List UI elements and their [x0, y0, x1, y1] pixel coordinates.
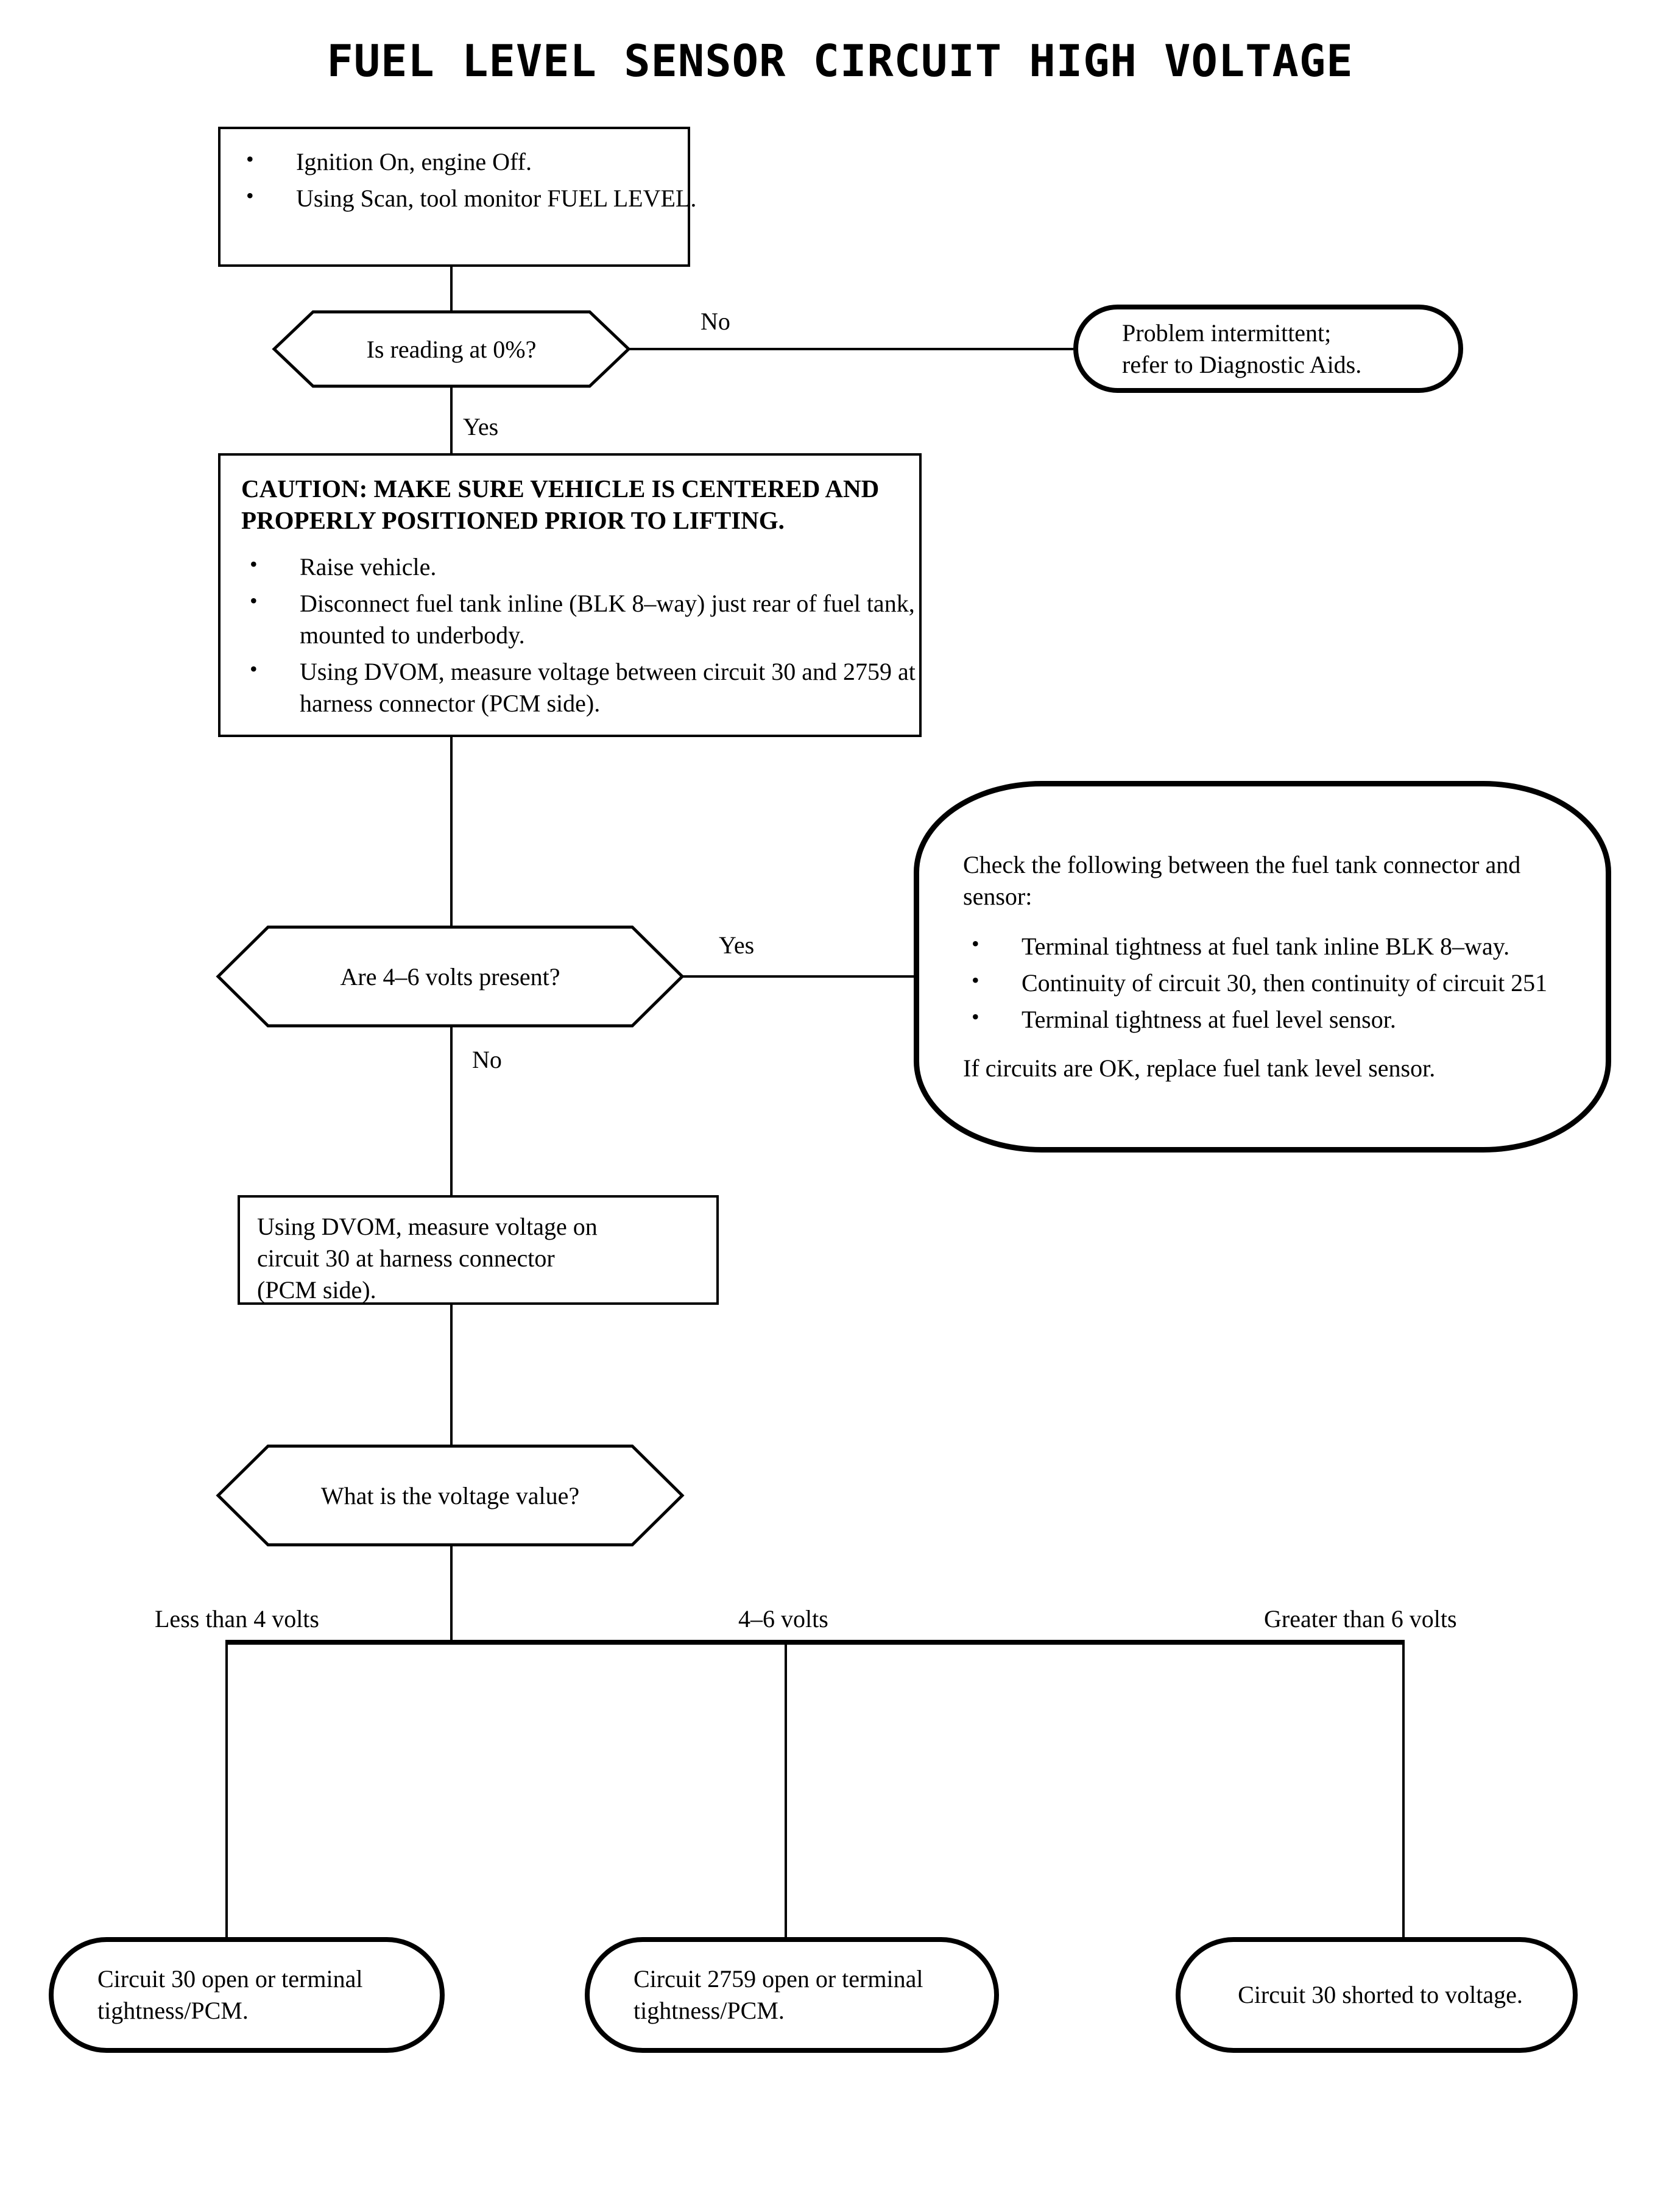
node-caution-instructions: CAUTION: MAKE SURE VEHICLE IS CENTERED A… — [218, 453, 922, 737]
page-title: FUEL LEVEL SENSOR CIRCUIT HIGH VOLTAGE — [326, 35, 1354, 86]
connector-start-to-decision1 — [450, 267, 453, 311]
list-item: Terminal tightness at fuel tank inline B… — [963, 930, 1581, 962]
decision3-label: What is the voltage value? — [320, 1481, 580, 1509]
edge-label-less-than-4-volts: Less than 4 volts — [155, 1605, 319, 1633]
edge-label-volts-no: No — [472, 1046, 502, 1073]
connector-fanout-drop-left — [225, 1643, 228, 1942]
decision2-label: Are 4–6 volts present? — [340, 962, 560, 990]
list-item: Continuity of circuit 30, then continuit… — [963, 966, 1581, 999]
decision1-label: Is reading at 0%? — [366, 335, 537, 363]
connector-decision1-no — [629, 348, 1073, 350]
check-list-outro: If circuits are OK, replace fuel tank le… — [963, 1054, 1436, 1082]
connector-caution-to-decision2 — [450, 737, 453, 926]
result-1-line-1: Circuit 30 open or terminal — [97, 1965, 363, 1993]
connector-fanout-drop-middle — [785, 1643, 787, 1942]
edge-label-greater-than-6-volts: Greater than 6 volts — [1264, 1605, 1457, 1633]
result-1-line-2: tightness/PCM. — [97, 1997, 249, 2024]
connector-fanout-bar — [225, 1640, 1405, 1645]
caution-heading: CAUTION: MAKE SURE VEHICLE IS CENTERED A… — [241, 475, 880, 535]
result-3-line-1: Circuit 30 shorted to voltage. — [1238, 1981, 1523, 2008]
node-result-circuit-2759-open: Circuit 2759 open or terminal tightness/… — [585, 1937, 999, 2053]
measure-line-3: (PCM side). — [257, 1276, 376, 1304]
node-decision-voltage-value: What is the voltage value? — [216, 1444, 685, 1547]
connector-decision3-to-fanout — [450, 1546, 453, 1643]
node-decision-is-reading-zero: Is reading at 0%? — [272, 309, 631, 389]
node-measure-circuit-30: Using DVOM, measure voltage on circuit 3… — [238, 1195, 719, 1305]
check-list-intro: Check the following between the fuel tan… — [963, 851, 1521, 910]
list-item: Raise vehicle. — [241, 550, 940, 583]
list-item: Terminal tightness at fuel level sensor. — [963, 1003, 1581, 1036]
result-2-line-1: Circuit 2759 open or terminal — [634, 1965, 923, 1993]
edge-label-reading-yes: Yes — [463, 413, 499, 440]
node-result-circuit-30-shorted: Circuit 30 shorted to voltage. — [1176, 1937, 1578, 2053]
list-item: Ignition On, engine Off. — [238, 145, 705, 178]
connector-decision2-yes — [682, 975, 920, 978]
list-item: Using Scan, tool monitor FUEL LEVEL. — [238, 182, 705, 214]
measure-line-2: circuit 30 at harness connector — [257, 1244, 555, 1272]
edge-label-reading-no: No — [701, 308, 730, 335]
list-item: Using DVOM, measure voltage between circ… — [241, 655, 940, 719]
node-decision-volts-present: Are 4–6 volts present? — [216, 925, 685, 1028]
node-problem-intermittent: Problem intermittent; refer to Diagnosti… — [1073, 305, 1463, 393]
problem-intermittent-line-1: Problem intermittent; — [1122, 319, 1332, 347]
connector-decision1-yes — [450, 387, 453, 453]
connector-measure-to-decision3 — [450, 1305, 453, 1445]
problem-intermittent-line-2: refer to Diagnostic Aids. — [1122, 350, 1362, 378]
result-2-line-2: tightness/PCM. — [634, 1997, 785, 2024]
edge-label-volts-yes: Yes — [719, 931, 755, 959]
connector-decision2-no — [450, 1027, 453, 1195]
connector-fanout-drop-right — [1402, 1643, 1405, 1942]
start-bullet-list: Ignition On, engine Off. Using Scan, too… — [238, 145, 705, 214]
node-result-circuit-30-open: Circuit 30 open or terminal tightness/PC… — [49, 1937, 445, 2053]
check-list-bullet-list: Terminal tightness at fuel tank inline B… — [963, 930, 1581, 1036]
node-check-list: Check the following between the fuel tan… — [914, 781, 1611, 1153]
measure-line-1: Using DVOM, measure voltage on — [257, 1213, 598, 1240]
edge-label-4-to-6-volts: 4–6 volts — [738, 1605, 828, 1633]
list-item: Disconnect fuel tank inline (BLK 8–way) … — [241, 587, 940, 651]
caution-bullet-list: Raise vehicle. Disconnect fuel tank inli… — [241, 550, 940, 719]
node-start-instructions: Ignition On, engine Off. Using Scan, too… — [218, 127, 696, 267]
